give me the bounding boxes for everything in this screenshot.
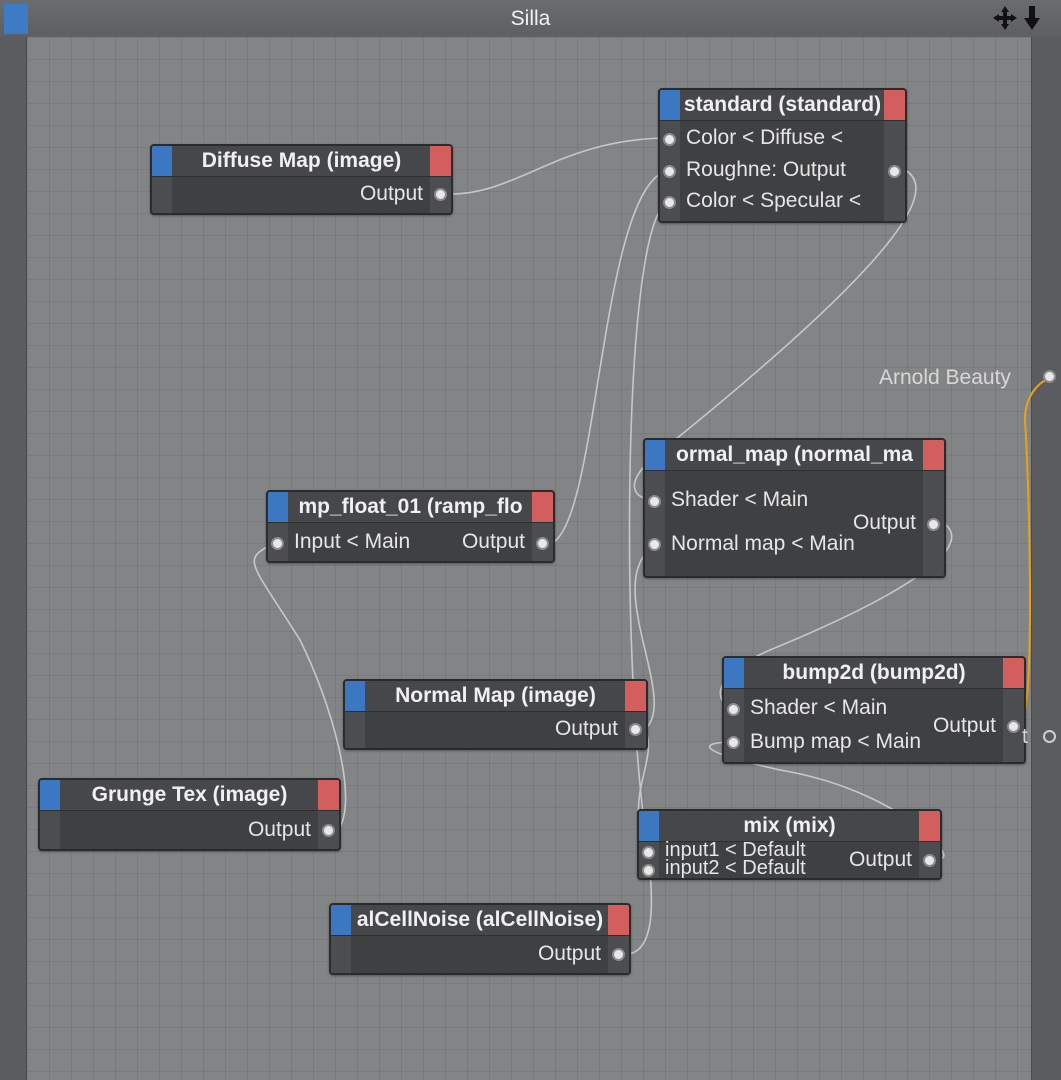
window-titlebar: Silla [0, 0, 1061, 38]
node-left-rail [40, 811, 60, 849]
node-output-handle[interactable] [923, 440, 944, 470]
node-title: Normal Map (image) [395, 684, 596, 707]
node-input-handle[interactable] [645, 440, 665, 470]
output-port[interactable] [923, 854, 936, 867]
node-header[interactable]: ormal_map (normal_ma [645, 440, 944, 471]
output-port[interactable] [434, 188, 447, 201]
output-port[interactable] [322, 824, 335, 837]
input-port-shader[interactable] [648, 495, 661, 508]
node-input-handle[interactable] [639, 811, 659, 841]
node-title: mp_float_01 (ramp_flo [298, 495, 523, 518]
node-header[interactable]: Normal Map (image) [345, 681, 646, 712]
input-port-roughness[interactable] [663, 165, 676, 178]
node-header[interactable]: Diffuse Map (image) [152, 146, 451, 177]
node-output-handle[interactable] [430, 146, 451, 176]
node-input-handle[interactable] [40, 780, 60, 810]
node-title: ormal_map (normal_ma [676, 443, 913, 466]
output-port[interactable] [888, 165, 901, 178]
node-ramp-float[interactable]: mp_float_01 (ramp_flo Input < Main Outpu… [266, 490, 555, 563]
input-port-2[interactable] [642, 864, 655, 877]
node-output-handle[interactable] [884, 90, 905, 120]
node-input-handle[interactable] [724, 658, 744, 688]
move-arrows-icon[interactable] [991, 4, 1049, 32]
output-label: Output [461, 530, 525, 553]
output-label: Output [932, 714, 996, 737]
node-diffuse-map[interactable]: Diffuse Map (image) Output [150, 144, 453, 215]
input-port-shader[interactable] [727, 703, 740, 716]
node-alcellnoise[interactable]: alCellNoise (alCellNoise) Output [329, 903, 631, 975]
node-title: bump2d (bump2d) [782, 661, 966, 684]
input-label-diffuse: Color < Diffuse < [686, 126, 844, 149]
node-mix[interactable]: mix (mix) input1 < Default input2 < Defa… [637, 809, 942, 880]
output-label: Output [247, 818, 311, 841]
input-port-diffuse[interactable] [663, 133, 676, 146]
input-port[interactable] [271, 537, 284, 550]
input-label: Input < Main [294, 530, 411, 553]
node-title: Diffuse Map (image) [201, 149, 402, 172]
output-label: Output [852, 511, 916, 534]
node-title: Grunge Tex (image) [91, 783, 288, 806]
output-label: Output [554, 717, 618, 740]
output-port[interactable] [629, 723, 642, 736]
node-header[interactable]: bump2d (bump2d) [724, 658, 1024, 689]
node-input-handle[interactable] [268, 492, 288, 522]
input-label-shader: Shader < Main [671, 488, 809, 511]
node-input-handle[interactable] [660, 90, 680, 120]
node-title: mix (mix) [743, 814, 836, 837]
input-label-specular: Color < Specular < [686, 189, 862, 212]
node-left-rail [724, 689, 744, 762]
input-port-1[interactable] [642, 846, 655, 859]
output-port[interactable] [536, 537, 549, 550]
node-output-handle[interactable] [919, 811, 940, 841]
input-label-bump: Bump map < Main [750, 730, 921, 753]
input-label-2: input2 < Default [665, 857, 806, 879]
node-normal-map[interactable]: ormal_map (normal_ma Shader < Main Outpu… [643, 438, 946, 578]
renderer-partial-label: t [1022, 725, 1028, 748]
output-port[interactable] [927, 518, 940, 531]
input-label-roughness: Roughne: Output [686, 158, 846, 181]
output-port[interactable] [612, 948, 625, 961]
node-normal-map-image[interactable]: Normal Map (image) Output [343, 679, 648, 750]
renderer-input-port[interactable] [1043, 370, 1056, 383]
node-header[interactable]: mp_float_01 (ramp_flo [268, 492, 553, 523]
titlebar-color-tab [4, 4, 28, 34]
input-port-specular[interactable] [663, 196, 676, 209]
input-label-1: input1 < Default [665, 839, 806, 861]
node-input-handle[interactable] [331, 905, 351, 935]
node-grunge-tex[interactable]: Grunge Tex (image) Output [38, 778, 341, 851]
node-title: alCellNoise (alCellNoise) [356, 908, 604, 931]
node-output-handle[interactable] [532, 492, 553, 522]
node-header[interactable]: standard (standard) [660, 90, 905, 121]
input-port-normal[interactable] [648, 538, 661, 551]
renderer-secondary-port[interactable] [1043, 730, 1056, 743]
node-left-rail [645, 471, 665, 576]
node-left-rail [345, 712, 365, 748]
node-left-rail [152, 177, 172, 213]
right-panel-border [1031, 37, 1061, 1080]
output-label: Output [537, 942, 601, 965]
output-label: Output [359, 182, 423, 205]
node-left-rail [331, 936, 351, 973]
left-panel-border [0, 37, 27, 1080]
node-title: standard (standard) [683, 93, 882, 116]
node-header[interactable]: mix (mix) [639, 811, 940, 842]
node-output-handle[interactable] [608, 905, 629, 935]
node-output-handle[interactable] [1003, 658, 1024, 688]
input-label-normal: Normal map < Main [671, 532, 855, 555]
input-label-shader: Shader < Main [750, 696, 888, 719]
node-header[interactable]: Grunge Tex (image) [40, 780, 339, 811]
node-output-handle[interactable] [318, 780, 339, 810]
node-input-handle[interactable] [345, 681, 365, 711]
window-title: Silla [510, 7, 551, 30]
node-input-handle[interactable] [152, 146, 172, 176]
node-header[interactable]: alCellNoise (alCellNoise) [331, 905, 629, 936]
node-bump2d[interactable]: bump2d (bump2d) Shader < Main Output Bum… [722, 656, 1026, 764]
input-port-bump[interactable] [727, 736, 740, 749]
node-standard[interactable]: standard (standard) Color < Diffuse < Ro… [658, 88, 907, 223]
output-label: Output [848, 848, 912, 871]
renderer-label: Arnold Beauty [879, 366, 1011, 389]
output-port[interactable] [1007, 720, 1020, 733]
node-output-handle[interactable] [625, 681, 646, 711]
